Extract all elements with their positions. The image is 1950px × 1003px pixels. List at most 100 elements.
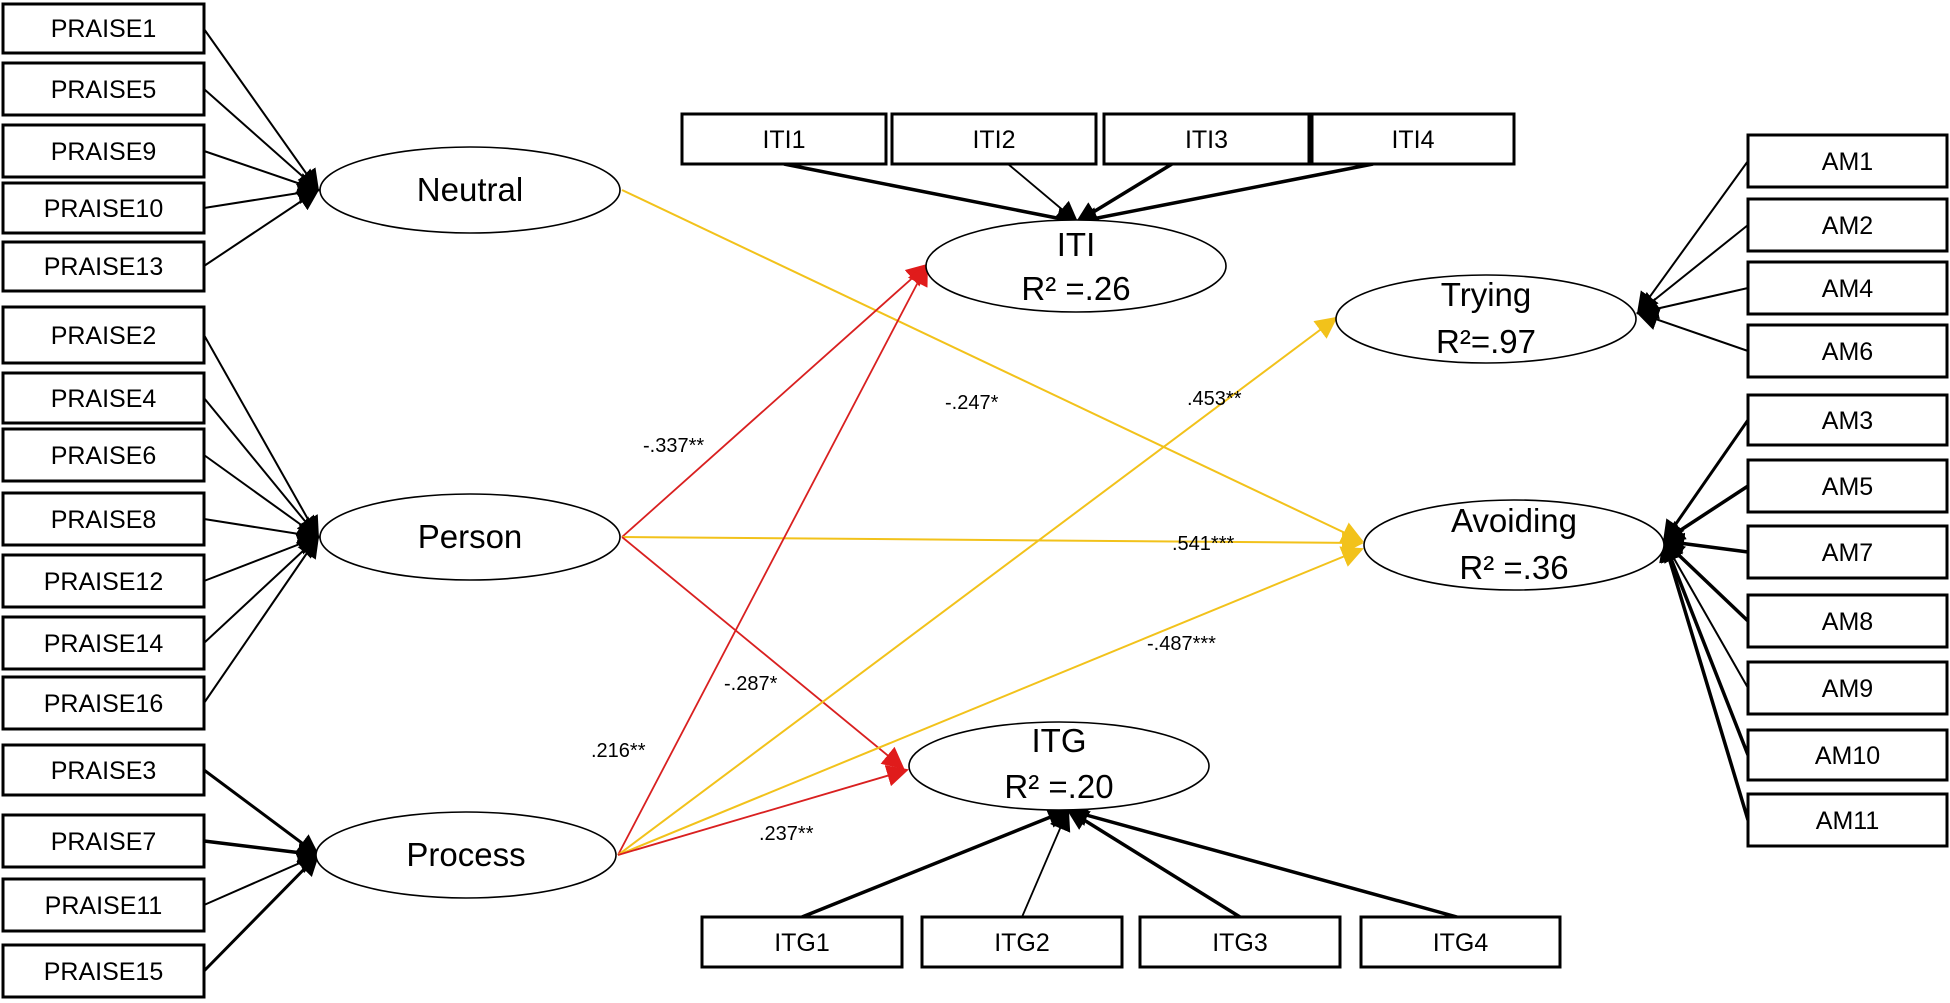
indicator-praise7-label: PRAISE7 [51,828,157,856]
loading-am11-avoiding [1659,539,1750,821]
indicator-am7: AM7 [1746,524,1949,580]
loading-itg4-itg [1066,804,1458,919]
loading-praise12-person [203,533,320,582]
indicator-am8: AM8 [1746,593,1949,649]
path-process-trying [617,316,1338,856]
loading-praise14-person [203,535,320,644]
loading-praise7-process [203,839,320,864]
indicator-praise4: PRAISE4 [1,371,206,425]
indicator-praise1: PRAISE1 [1,2,206,55]
indicator-itg1: ITG1 [700,915,904,969]
indicator-am11-label: AM11 [1816,807,1879,835]
praise-indicators: PRAISE1 PRAISE5 PRAISE9 PRAISE10 PRAISE1… [1,2,206,999]
indicator-am8-label: AM8 [1822,608,1873,636]
indicator-praise8-label: PRAISE8 [51,506,157,534]
indicator-praise13-label: PRAISE13 [44,253,164,281]
indicator-iti2-label: ITI2 [972,126,1015,154]
indicator-am2: AM2 [1746,197,1949,253]
loading-am1-trying [1636,160,1749,315]
latent-avoiding: Avoiding R² =.36 [1363,499,1665,591]
indicator-am3-label: AM3 [1822,407,1873,435]
loading-praise13-neutral [203,188,320,267]
loading-am4-trying [1636,287,1749,320]
indicator-praise4-label: PRAISE4 [51,385,157,413]
indicator-iti3: ITI3 [1102,112,1311,166]
loading-am3-avoiding [1662,419,1750,543]
structural-paths [617,189,1364,856]
am-indicators: AM1 AM2 AM4 AM6 AM3 AM5 AM7 AM8 AM9 AM10… [1746,133,1949,848]
indicator-praise5-label: PRAISE5 [51,76,157,104]
loading-itg2-itg [1021,808,1071,918]
indicator-am1-label: AM1 [1822,148,1873,176]
latent-trying-label: Trying [1441,276,1531,313]
indicator-itg1-label: ITG1 [774,929,830,957]
latent-person: Person [319,493,621,581]
indicator-am10: AM10 [1746,728,1949,782]
iti-indicators: ITI1 ITI2 ITI3 ITI4 [680,112,1516,166]
indicator-am11: AM11 [1746,792,1949,848]
indicator-iti2: ITI2 [890,112,1098,166]
indicator-praise3: PRAISE3 [1,743,206,797]
loading-am5-avoiding [1662,484,1749,543]
indicator-am9-label: AM9 [1822,675,1873,703]
loading-praise3-process [203,768,320,857]
indicator-praise16-label: PRAISE16 [44,690,164,718]
indicator-iti4-label: ITI4 [1391,126,1434,154]
indicator-praise12-label: PRAISE12 [44,568,164,596]
path-person-itg [621,536,905,770]
indicator-praise3-label: PRAISE3 [51,757,157,785]
indicator-praise14-label: PRAISE14 [44,630,164,658]
indicator-praise6-label: PRAISE6 [51,442,157,470]
loading-praise10-neutral [203,182,320,209]
coef-process-trying: .453** [1187,388,1242,410]
coef-neutral-avoiding: -.247* [945,392,999,414]
indicator-am7-label: AM7 [1822,539,1873,567]
loading-am10-avoiding [1661,539,1750,756]
coef-person-avoiding: .541*** [1172,533,1234,555]
indicator-praise9-label: PRAISE9 [51,138,157,166]
loading-praise4-person [203,397,320,539]
indicator-am10-label: AM10 [1815,742,1880,770]
indicator-iti3-label: ITI3 [1185,126,1228,154]
indicator-praise16: PRAISE16 [1,675,206,731]
loading-iti1-iti [783,162,1079,229]
loading-praise2-person [203,334,319,539]
indicator-iti1: ITI1 [680,112,888,166]
indicator-am3: AM3 [1746,393,1949,447]
indicator-am9: AM9 [1746,660,1949,716]
indicator-praise1-label: PRAISE1 [51,15,157,43]
latent-itg: ITG R² =.20 [908,721,1210,811]
coef-process-avoiding: -.487*** [1147,633,1216,655]
latent-itg-label: ITG [1032,722,1087,759]
path-person-iti [621,263,929,538]
latent-avoiding-label: Avoiding [1451,502,1577,539]
latent-neutral-label: Neutral [417,171,523,208]
path-neutral-avoiding [621,189,1364,543]
itg-indicators: ITG1 ITG2 ITG3 ITG4 [700,915,1562,969]
loading-praise15-process [202,853,320,973]
path-process-iti [617,263,928,856]
latent-neutral: Neutral [319,146,621,234]
loading-praise5-neutral [203,88,320,192]
indicator-praise5: PRAISE5 [1,61,206,117]
loading-praise8-person [203,518,320,545]
latent-iti: ITI R² =.26 [925,219,1227,313]
path-process-itg [617,765,909,856]
latent-iti-label: ITI [1057,226,1096,263]
loading-am7-avoiding [1662,532,1749,555]
path-person-avoiding [621,531,1364,554]
indicator-am5: AM5 [1746,458,1949,514]
indicator-am2-label: AM2 [1822,212,1873,240]
indicator-itg3-label: ITG3 [1212,929,1268,957]
indicator-praise7: PRAISE7 [1,813,206,869]
loading-iti2-iti [1007,163,1079,224]
indicator-praise9: PRAISE9 [1,123,206,179]
coef-person-itg: -.287* [724,673,778,695]
loading-am9-avoiding [1663,539,1749,689]
coef-person-iti: -.337** [643,435,704,457]
indicator-iti1-label: ITI1 [762,126,805,154]
indicator-praise15-label: PRAISE15 [44,958,164,986]
indicator-am4: AM4 [1746,260,1949,316]
loading-itg1-itg [801,807,1070,919]
